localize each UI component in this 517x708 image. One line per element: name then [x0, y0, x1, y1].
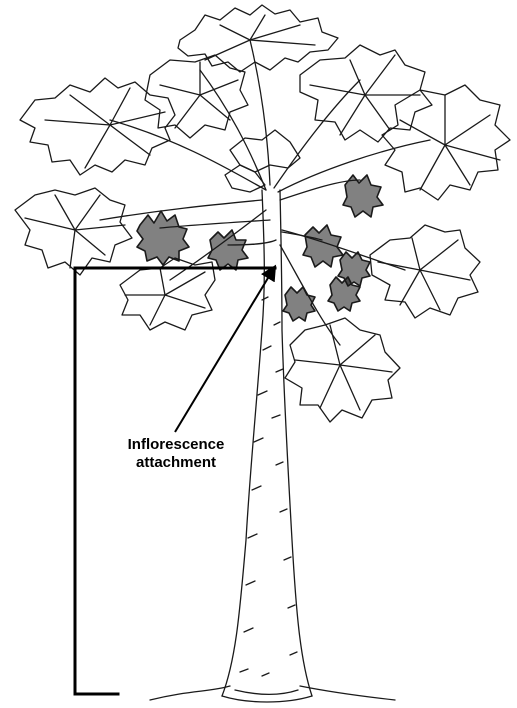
height-bracket	[75, 268, 275, 694]
inflorescence-clusters	[137, 175, 383, 321]
label-line-1: Inflorescence	[96, 436, 256, 454]
ground-line	[150, 686, 395, 700]
label-line-2: attachment	[96, 454, 256, 472]
inflorescence-attachment-label: Inflorescence attachment	[96, 436, 256, 472]
pointer-arrow	[175, 268, 274, 432]
petioles	[100, 40, 430, 345]
